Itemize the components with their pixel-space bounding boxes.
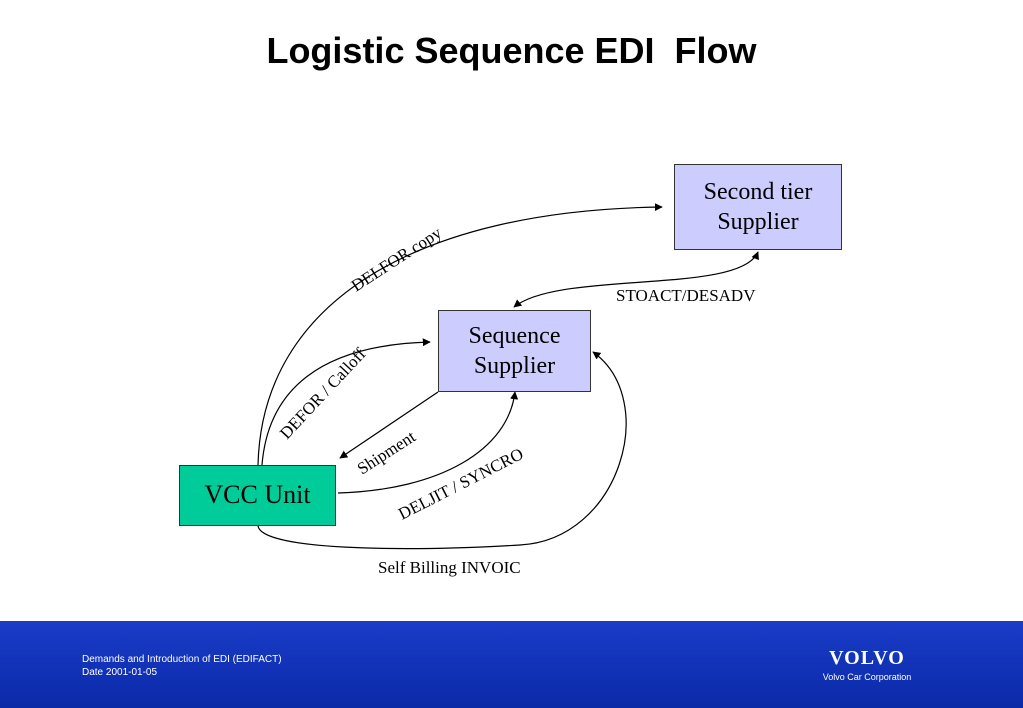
label-shipment: Shipment [354, 427, 419, 479]
footer-text: Demands and Introduction of EDI (EDIFACT… [82, 653, 282, 679]
logo-wordmark: VOLVO [829, 647, 905, 669]
arrow-stoact-desadv [513, 251, 759, 308]
node-second-tier-line2: Supplier [717, 209, 799, 235]
label-defor-calloff: DEFOR / Calloff [276, 344, 370, 443]
slide-title: Logistic Sequence EDI Flow [266, 30, 757, 71]
label-self-billing: Self Billing INVOIC [378, 558, 521, 577]
flow-diagram: DELFOR copy STOACT/DESADV DEFOR / Callof… [257, 203, 759, 577]
label-deljit-syncro: DELJIT / SYNCRO [395, 444, 526, 523]
arrow-shipment [339, 391, 439, 459]
volvo-logo: VOLVO Volvo Car Corporation [812, 647, 922, 682]
node-sequence-supplier: Sequence Supplier [438, 310, 591, 392]
node-sequence-line1: Sequence [468, 323, 561, 349]
label-delfor-copy: DELFOR copy [348, 223, 445, 296]
arrow-deljit-syncro [337, 391, 519, 494]
arrow-self-billing [257, 351, 627, 550]
node-vcc-label: VCC Unit [204, 480, 311, 510]
footer-line2: Date 2001-01-05 [82, 667, 158, 678]
arrow-defor-calloff [261, 338, 431, 466]
logo-corporation: Volvo Car Corporation [822, 672, 912, 682]
node-second-tier-line1: Second tier [703, 179, 813, 205]
footer-line1: Demands and Introduction of EDI (EDIFACT… [82, 654, 282, 665]
node-vcc-unit: VCC Unit [179, 465, 336, 526]
node-second-tier-supplier: Second tier Supplier [674, 164, 842, 250]
footer-band: Demands and Introduction of EDI (EDIFACT… [0, 621, 1023, 708]
label-stoact-desadv: STOACT/DESADV [616, 286, 756, 305]
arrow-delfor-copy [257, 203, 663, 466]
node-sequence-line2: Supplier [473, 353, 556, 379]
